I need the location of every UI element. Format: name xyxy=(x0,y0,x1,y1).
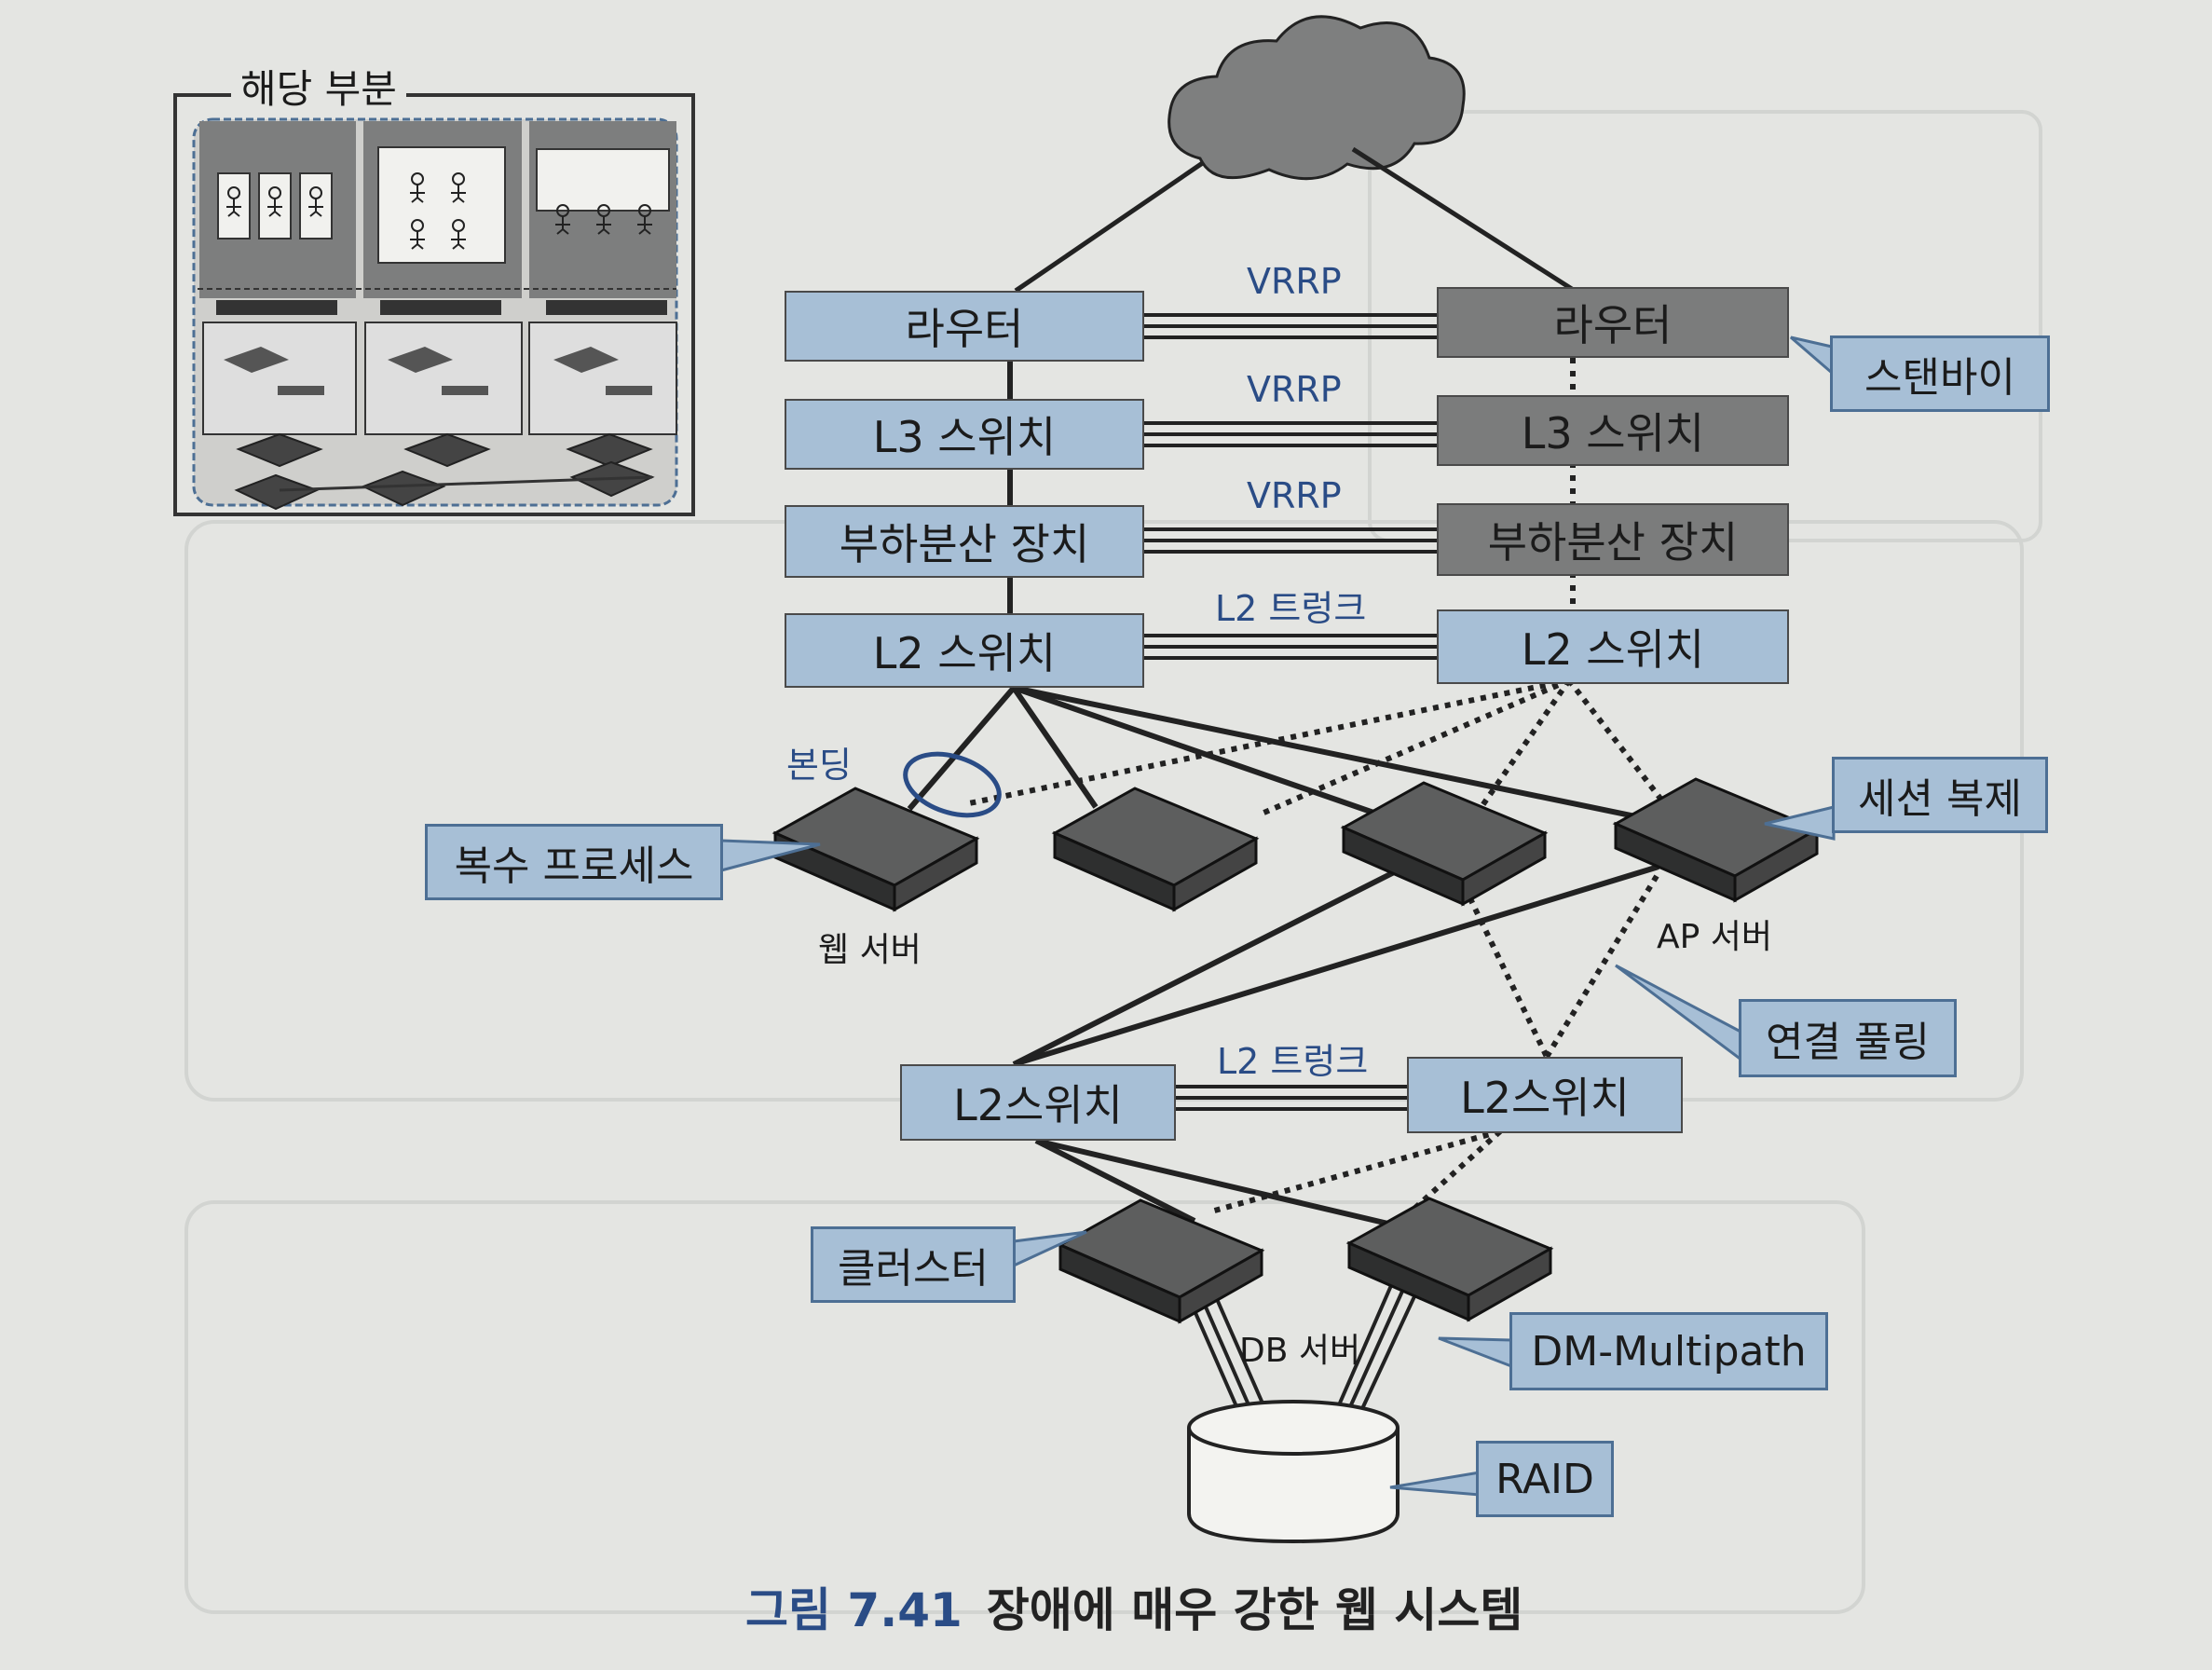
person-icon xyxy=(226,172,652,250)
load-balancer-active: 부하분산 장치 xyxy=(785,505,1144,578)
router-active: 라우터 xyxy=(785,291,1144,362)
server-icon xyxy=(1051,787,1260,912)
inset-panel xyxy=(173,93,695,516)
pair-links xyxy=(1144,313,1437,1111)
l3-switch-standby-label: L3 스위치 xyxy=(1521,408,1705,459)
router-standby: 라우터 xyxy=(1437,287,1789,358)
callout-cluster: 클러스터 xyxy=(811,1226,1016,1303)
storage-icon xyxy=(1187,1400,1400,1544)
l2-trunk-bottom-label: L2 트렁크 xyxy=(1217,1041,1369,1082)
l2-switch-top-right-label: L2 스위치 xyxy=(1521,624,1705,675)
bonding-label: 본딩 xyxy=(786,745,852,786)
callout-connection-pooling-label: 연결 풀링 xyxy=(1766,1019,1930,1066)
l2-switch-top-left: L2 스위치 xyxy=(785,613,1144,688)
server-links xyxy=(907,685,1663,825)
lower-links-standby xyxy=(1210,874,1659,1218)
callout-dm-multipath-label: DM-Multipath xyxy=(1531,1327,1807,1376)
callout-raid: RAID xyxy=(1476,1441,1614,1517)
load-balancer-standby-label: 부하분산 장치 xyxy=(1487,517,1739,568)
callout-connection-pooling: 연결 풀링 xyxy=(1739,999,1957,1077)
server-links-standby xyxy=(968,678,1680,828)
l2-switch-top-left-label: L2 스위치 xyxy=(872,628,1057,678)
l3-switch-active-label: L3 스위치 xyxy=(872,412,1057,462)
callout-multi-process: 복수 프로세스 xyxy=(425,824,723,900)
inset-column xyxy=(363,121,522,298)
callout-cluster-label: 클러스터 xyxy=(838,1245,989,1293)
inset-title: 해당 부분 xyxy=(231,58,406,115)
load-balancer-standby: 부하분산 장치 xyxy=(1437,503,1789,576)
callout-session-replication: 세션 복제 xyxy=(1832,757,2048,833)
callout-pointers xyxy=(719,335,1836,1497)
inset-column xyxy=(199,121,356,298)
figure-title: 장애에 매우 강한 웹 시스템 xyxy=(986,1583,1523,1637)
figure-number: 그림 7.41 xyxy=(745,1583,963,1637)
router-standby-label: 라우터 xyxy=(1553,300,1673,350)
router-active-label: 라우터 xyxy=(905,304,1024,354)
l3-switch-standby: L3 스위치 xyxy=(1437,395,1789,466)
inset-column xyxy=(529,121,676,298)
l2-switch-bottom-right: L2스위치 xyxy=(1407,1057,1683,1133)
callout-standby-label: 스탠바이 xyxy=(1864,354,2015,402)
l2-switch-bottom-left: L2스위치 xyxy=(900,1064,1176,1141)
web-server-label: 웹 서버 xyxy=(818,931,922,969)
server-icon xyxy=(1612,777,1821,903)
l2-switch-bottom-left-label: L2스위치 xyxy=(953,1080,1123,1130)
server-icon xyxy=(1057,1198,1265,1324)
load-balancer-active-label: 부하분산 장치 xyxy=(839,519,1090,569)
callout-session-replication-label: 세션 복제 xyxy=(1858,775,2022,823)
bonding-ring xyxy=(903,751,1002,818)
vrrp-router-label: VRRP xyxy=(1247,261,1342,302)
ap-server-label: AP 서버 xyxy=(1657,918,1773,956)
lower-links xyxy=(1012,862,1659,1227)
l2-switch-top-right: L2 스위치 xyxy=(1437,609,1789,684)
server-icon xyxy=(771,787,980,912)
vrrp-lb-label: VRRP xyxy=(1247,475,1342,516)
l2-trunk-top-label: L2 트렁크 xyxy=(1215,588,1367,629)
uplinks xyxy=(1014,146,1577,294)
callout-multi-process-label: 복수 프로세스 xyxy=(454,842,694,890)
callout-raid-label: RAID xyxy=(1495,1455,1594,1503)
db-server-label: DB 서버 xyxy=(1239,1332,1361,1370)
figure-caption: 그림 7.41 장애에 매우 강한 웹 시스템 xyxy=(745,1573,1522,1640)
l3-switch-active: L3 스위치 xyxy=(785,399,1144,470)
callout-standby: 스탠바이 xyxy=(1830,335,2050,412)
cloud-icon xyxy=(1167,15,1466,181)
vrrp-l3-label: VRRP xyxy=(1247,369,1342,410)
l2-switch-bottom-right-label: L2스위치 xyxy=(1460,1073,1630,1123)
callout-dm-multipath: DM-Multipath xyxy=(1509,1312,1828,1390)
server-icon xyxy=(1340,781,1549,907)
server-icon xyxy=(1345,1197,1554,1322)
